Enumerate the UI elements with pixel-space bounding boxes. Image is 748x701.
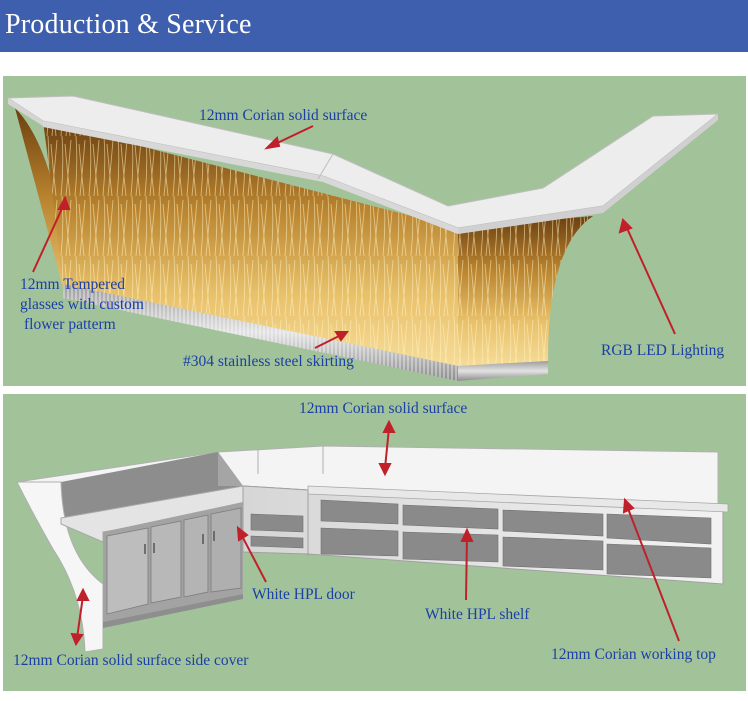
- section-header: Production & Service: [0, 0, 748, 52]
- label-tempered-glass-line1: 12mm Tempered: [20, 276, 125, 293]
- label-hpl-door: White HPL door: [252, 586, 355, 603]
- counter-back-drawing: [15, 419, 729, 653]
- glass-counter-illustration-panel: 12mm Corian solid surface 12mm Tempered …: [2, 75, 747, 387]
- label-top-corian: 12mm Corian solid surface: [199, 107, 368, 124]
- corian-top-surface: [6, 95, 720, 229]
- counter-back-illustration-panel: 12mm Corian solid surface White HPL door…: [2, 393, 747, 692]
- label-working-top: 12mm Corian working top: [551, 646, 716, 663]
- label-steel-skirting: #304 stainless steel skirting: [183, 353, 354, 370]
- label-tempered-glass-line3: flower patterm: [24, 316, 116, 333]
- red-arrows: [32, 125, 676, 349]
- red-arrows: [70, 419, 680, 647]
- label-back-corian-surface: 12mm Corian solid surface: [299, 400, 468, 417]
- label-rgb-led: RGB LED Lighting: [601, 342, 725, 359]
- label-side-cover: 12mm Corian solid surface side cover: [13, 652, 249, 669]
- hpl-door-cabinets: [103, 502, 243, 622]
- glass-counter-drawing: [6, 95, 720, 381]
- label-tempered-glass-line2: glasses with custom: [20, 296, 144, 313]
- label-hpl-shelf: White HPL shelf: [425, 606, 530, 623]
- section-title: Production & Service: [5, 9, 252, 40]
